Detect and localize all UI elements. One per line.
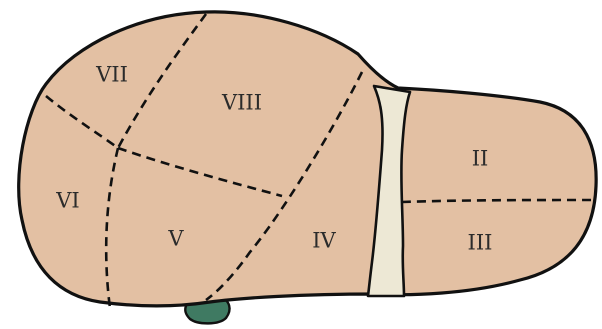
- segment-label-v: V: [167, 227, 184, 251]
- liver-outline: [19, 12, 596, 306]
- segment-label-iii: III: [468, 231, 493, 255]
- segment-label-iv: IV: [312, 229, 336, 253]
- segment-label-vi: VI: [55, 189, 79, 213]
- segment-label-ii: II: [472, 147, 489, 171]
- segment-label-viii: VIII: [221, 91, 262, 115]
- segment-label-vii: VII: [95, 63, 128, 87]
